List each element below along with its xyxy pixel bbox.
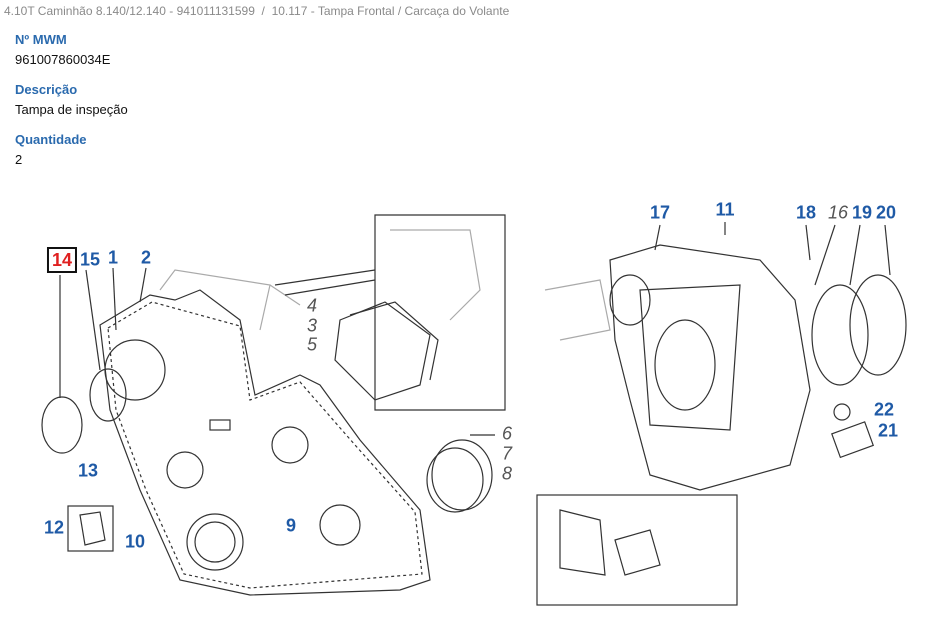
part-number-label: Nº MWM <box>15 32 67 47</box>
callout-1[interactable]: 1 <box>107 247 119 268</box>
callout-11[interactable]: 11 <box>715 199 735 220</box>
callout-12[interactable]: 12 <box>43 517 65 538</box>
callout-19[interactable]: 19 <box>851 202 873 223</box>
callout-5[interactable]: 5 <box>306 334 318 355</box>
inspection-cap-14 <box>41 396 83 454</box>
seal-19 <box>811 284 869 386</box>
description-label: Descrição <box>15 82 78 97</box>
callout-15[interactable]: 15 <box>79 249 101 270</box>
callout-22[interactable]: 22 <box>873 399 895 420</box>
callout-10[interactable]: 10 <box>124 531 146 552</box>
flywheel-housing <box>609 244 811 491</box>
callout-14-selected[interactable]: 14 <box>46 247 78 273</box>
breadcrumb-model[interactable]: 4.10T Caminhão 8.140/12.140 - 9410111315… <box>4 4 255 18</box>
callout-20[interactable]: 20 <box>875 202 897 223</box>
callout-9[interactable]: 9 <box>285 515 297 536</box>
detail-inset-lower <box>536 494 738 606</box>
breadcrumb: 4.10T Caminhão 8.140/12.140 - 9410111315… <box>4 4 509 18</box>
callout-18[interactable]: 18 <box>795 202 817 223</box>
callout-16[interactable]: 16 <box>827 202 849 223</box>
description-field: Descrição Tampa de inspeção <box>15 82 128 117</box>
callout-17[interactable]: 17 <box>649 202 671 223</box>
seal-20 <box>849 274 907 376</box>
callout-2[interactable]: 2 <box>140 247 152 268</box>
callout-8[interactable]: 8 <box>501 463 513 484</box>
exploded-parts-diagram: 14 15 1 2 13 12 10 9 4 3 5 6 7 8 17 11 1… <box>0 190 937 632</box>
detail-12 <box>67 505 114 552</box>
part-number-field: Nº MWM 961007860034E <box>15 32 110 67</box>
callout-21[interactable]: 21 <box>877 420 899 441</box>
callout-6[interactable]: 6 <box>501 423 513 444</box>
part-number-value: 961007860034E <box>15 52 111 67</box>
callout-7[interactable]: 7 <box>501 443 513 464</box>
callout-13[interactable]: 13 <box>77 460 99 481</box>
quantity-field: Quantidade 2 <box>15 132 87 167</box>
breadcrumb-section[interactable]: 10.117 - Tampa Frontal / Carcaça do Vola… <box>271 4 510 18</box>
front-cover-outline <box>99 289 431 596</box>
quantity-value: 2 <box>15 152 23 167</box>
quantity-label: Quantidade <box>15 132 87 147</box>
callout-4[interactable]: 4 <box>306 295 318 316</box>
diagram-drawing <box>41 214 907 606</box>
pulley-hole <box>104 339 166 401</box>
detail-inset <box>374 214 506 411</box>
description-value: Tampa de inspeção <box>15 102 128 117</box>
callout-3[interactable]: 3 <box>306 315 318 336</box>
breadcrumb-separator: / <box>261 4 265 18</box>
